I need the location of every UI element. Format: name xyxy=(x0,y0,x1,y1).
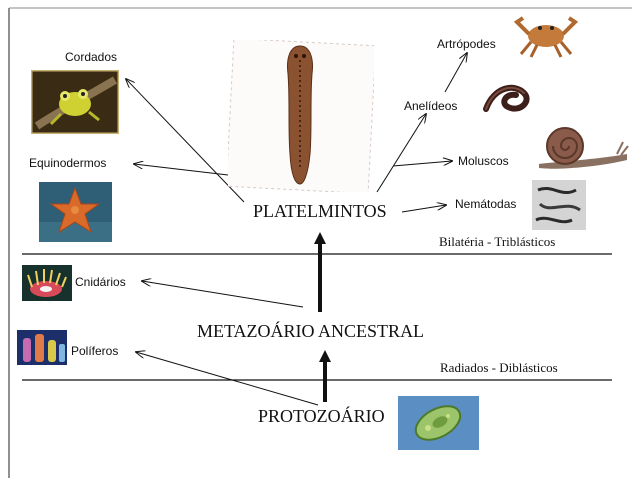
label-poliferos: Políferos xyxy=(71,344,118,358)
label-cnidarios: Cnidários xyxy=(75,275,126,289)
label-metazoario: METAZOÁRIO ANCESTRAL xyxy=(197,321,424,342)
label-equinodermos: Equinodermos xyxy=(29,156,106,170)
label-artropodes: Artrópodes xyxy=(437,37,496,51)
arrow-to-cnidarios xyxy=(142,281,303,307)
arrow-to-moluscos xyxy=(393,161,452,166)
zone-label-bilateria: Bilatéria - Triblásticos xyxy=(439,234,555,250)
snail-photo xyxy=(533,124,630,172)
label-nematodas: Nemátodas xyxy=(455,197,516,211)
label-anelideos: Anelídeos xyxy=(404,99,457,113)
arrow-to-anelideos xyxy=(377,114,426,192)
crab-photo xyxy=(513,12,579,58)
earthworm-photo xyxy=(480,79,534,117)
roundworm-photo xyxy=(532,180,586,230)
label-protozoario: PROTOZOÁRIO xyxy=(258,406,385,427)
starfish-photo xyxy=(39,182,112,242)
arrow-to-artropodes xyxy=(445,53,467,92)
label-moluscos: Moluscos xyxy=(458,154,509,168)
arrow-to-equinodermos xyxy=(134,164,228,175)
arrow-to-cordados xyxy=(126,79,244,202)
paramecium-photo xyxy=(398,396,479,450)
frog-photo xyxy=(31,70,119,134)
sponge-photo xyxy=(17,330,67,365)
label-cordados: Cordados xyxy=(65,50,117,64)
zone-label-radiados: Radiados - Diblásticos xyxy=(440,360,558,376)
label-platelmintos: PLATELMINTOS xyxy=(253,201,387,222)
sea-anemone-photo xyxy=(22,265,72,301)
arrow-to-nematodas xyxy=(402,205,446,212)
arrow-to-poliferos xyxy=(136,352,318,405)
flatworm-photo xyxy=(228,40,374,192)
